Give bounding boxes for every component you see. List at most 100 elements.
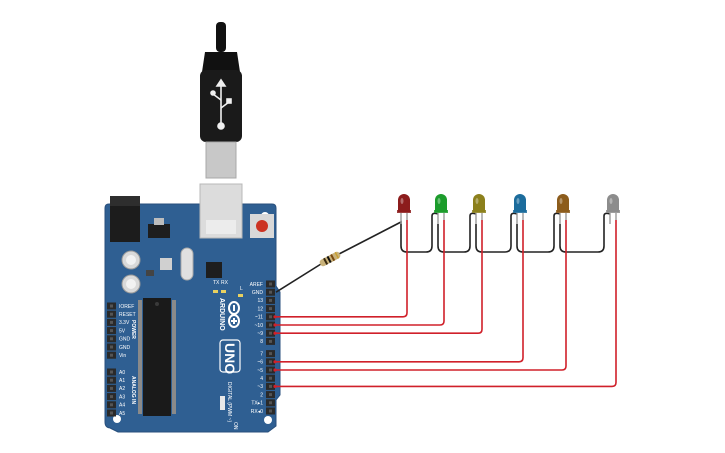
led[interactable] [397, 194, 411, 224]
capacitor [121, 250, 141, 270]
resistor-gnd-wire [275, 263, 322, 293]
tx-led [213, 290, 218, 293]
signal-wire [275, 220, 408, 318]
led-lens [607, 194, 619, 212]
wire-end [273, 384, 277, 388]
power-pin-label: RESET [119, 312, 136, 318]
signal-wire [275, 220, 617, 388]
led-rim [606, 210, 620, 213]
digital-pin-label: ~11 [255, 315, 263, 321]
rx-led [221, 290, 226, 293]
led[interactable] [556, 194, 570, 224]
usb-icon [210, 78, 232, 130]
brand-label: ARDUINO [218, 298, 225, 331]
digital-pin-label: TX▸1 [251, 401, 263, 407]
led[interactable] [606, 194, 620, 224]
capacitor [121, 274, 141, 294]
l-led [238, 294, 243, 297]
analog-pin-label: A0 [119, 370, 125, 376]
analog-pin-label: A2 [119, 386, 125, 392]
power-pin-label: 5V [119, 328, 126, 334]
led-rim [513, 210, 527, 213]
rx-label: RX [221, 280, 229, 286]
wires [273, 212, 617, 388]
usb-socket-inner [206, 220, 236, 234]
led-lens [398, 194, 410, 212]
ground-wire [338, 220, 402, 255]
signal-wire [275, 220, 445, 326]
digital-pin-label: 7 [260, 351, 263, 357]
ground-wire [400, 212, 439, 253]
digital-pin-label: 13 [257, 298, 263, 304]
led[interactable] [434, 194, 448, 224]
wire-end [273, 331, 277, 335]
signal-wire [275, 220, 483, 334]
board-branding: ARDUINO UNO DIGITAL (PWM ~) ON [218, 298, 241, 430]
digital-pin-label: GND [252, 290, 264, 296]
digital-pin-label: ~5 [257, 368, 263, 374]
analog-pin-label: A3 [119, 394, 125, 400]
signal-wire [275, 220, 524, 363]
model-label: UNO [222, 343, 238, 374]
usb-cable-strain-relief [202, 52, 240, 72]
digital-header-label: DIGITAL (PWM ~) [226, 382, 232, 422]
analog-pin-label: A4 [119, 403, 125, 409]
led-group [397, 194, 620, 224]
resistor[interactable] [319, 251, 342, 268]
mount-hole [113, 415, 121, 423]
analog-pin-label: A1 [119, 378, 125, 384]
led-rim [434, 210, 448, 213]
voltage-regulator [148, 224, 170, 238]
small-crystal [160, 258, 172, 270]
analog-pin-label: A5 [119, 411, 125, 417]
wire-end [273, 360, 277, 364]
ground-wire [516, 212, 561, 253]
led-rim [397, 210, 411, 213]
digital-pin-label: ~10 [255, 323, 264, 329]
digital-pin-label: 4 [260, 376, 263, 382]
digital-pin-label: ~6 [257, 360, 263, 366]
power-pin-label: GND [119, 337, 131, 343]
signal-wire [275, 220, 567, 371]
digital-pin-label: AREF [250, 282, 263, 288]
analog-header-label: ANALOG IN [130, 376, 136, 404]
power-header: IOREF RESET 3.3V 5V GND GND Vin [107, 302, 136, 359]
usb-interface-chip [206, 262, 222, 278]
digital-pin-label: 12 [257, 306, 263, 312]
l-label: L [240, 286, 243, 292]
ground-wire [475, 212, 518, 253]
digital-pin-label: ~3 [257, 384, 263, 390]
led-lens [557, 194, 569, 212]
led-lens [435, 194, 447, 212]
led-lens [514, 194, 526, 212]
on-label: ON [232, 422, 238, 430]
power-pin-label: Vin [119, 353, 126, 359]
led[interactable] [513, 194, 527, 224]
power-pin-label: GND [119, 345, 131, 351]
mount-hole [264, 416, 272, 424]
ground-wire [437, 212, 477, 253]
led-rim [556, 210, 570, 213]
wire-end [273, 368, 277, 372]
led-rim [472, 210, 486, 213]
reset-button-cap [256, 220, 268, 232]
digital-pin-label: 8 [260, 339, 263, 345]
usb-cable-cord [216, 22, 226, 52]
usb-cable[interactable] [200, 22, 242, 179]
digital-pin-label: RX◂0 [251, 409, 263, 415]
usb-plug-metal [205, 141, 237, 179]
on-led [220, 396, 225, 410]
crystal-oscillator [180, 247, 194, 281]
power-pin-label: IOREF [119, 304, 134, 310]
power-pin-label: 3.3V [119, 320, 130, 326]
digital-pin-label: 2 [260, 392, 263, 398]
led-lens [473, 194, 485, 212]
led[interactable] [472, 194, 486, 224]
arduino-logo-icon [228, 301, 240, 328]
arduino-uno-board[interactable]: TX RX L ARDUINO UNO DIGITAL (PWM ~) ON A… [104, 183, 281, 433]
power-header-label: POWER [130, 320, 136, 339]
wire-end [273, 315, 277, 319]
